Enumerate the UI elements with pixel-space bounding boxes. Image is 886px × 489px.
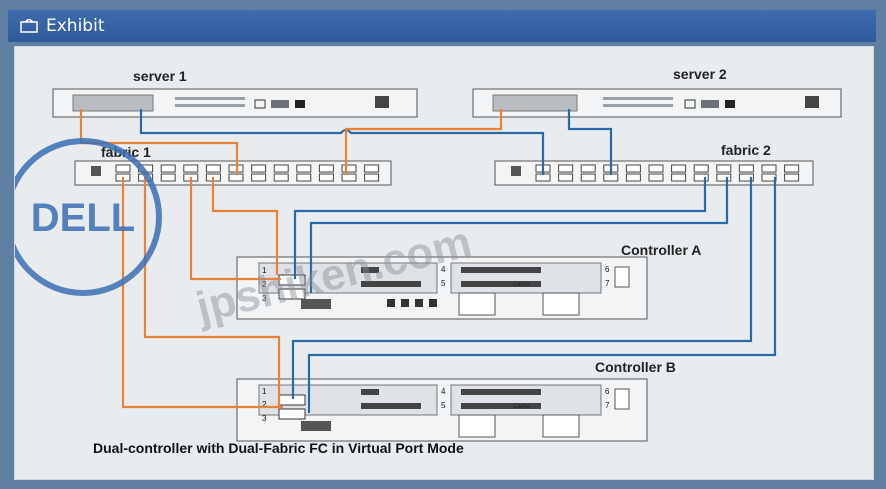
switch-port	[341, 164, 357, 173]
fabric-2-label: fabric 2	[721, 142, 771, 158]
switch-port	[738, 173, 754, 182]
ctrl-b-slot-1: 1	[262, 387, 267, 396]
cable-f1-ctrla-2	[211, 177, 279, 275]
ctrl-a-slot-1: 1	[262, 266, 267, 275]
controller-b: 1 2 3 4 5 6 7 Cache	[236, 378, 648, 442]
switch-port	[341, 173, 357, 182]
controller-b-label: Controller B	[595, 359, 676, 375]
ctrl-a-slot-2: 2	[262, 280, 267, 289]
ctrl-b-slot-3: 3	[262, 414, 267, 423]
cable-f2-ctrla-2	[309, 177, 729, 293]
switch-port	[296, 164, 312, 173]
dell-logo-watermark: DELL	[15, 138, 162, 296]
ctrl-a-slot-3: 3	[262, 294, 267, 303]
switch-port	[625, 164, 641, 173]
switch-port	[580, 173, 596, 182]
switch-port	[160, 173, 176, 182]
exhibit-icon	[20, 19, 38, 33]
network-diagram: server 1 server 2 fabric 1	[15, 66, 842, 456]
server-1	[52, 88, 418, 118]
switch-port	[761, 164, 777, 173]
switch-port	[251, 164, 267, 173]
switch-port	[603, 173, 619, 182]
server-2-label: server 2	[673, 66, 727, 82]
switch-port	[273, 173, 289, 182]
switch-port	[716, 173, 732, 182]
ctrl-a-cache-label: Cache	[513, 282, 531, 288]
switch-port	[364, 173, 380, 182]
switch-port	[205, 164, 221, 173]
cable-s2-f1-orange	[344, 109, 503, 175]
ctrl-a-slot-7: 7	[605, 279, 610, 288]
fabric-2-switch	[494, 160, 814, 186]
server-cables	[79, 109, 613, 175]
switch-port	[648, 173, 664, 182]
switch-port	[784, 173, 800, 182]
ctrl-b-slot-2: 2	[262, 400, 267, 409]
switch-port	[671, 164, 687, 173]
switch-port	[535, 173, 551, 182]
switch-port	[251, 173, 267, 182]
controller-a: 1 2 3 4 5 6 7 Cache	[236, 256, 648, 320]
switch-port	[160, 164, 176, 173]
switch-port	[296, 173, 312, 182]
switch-port	[558, 173, 574, 182]
switch-port	[693, 173, 709, 182]
window-title: Exhibit	[46, 16, 105, 36]
switch-port	[318, 164, 334, 173]
ctrl-b-cache-label: Cache	[513, 404, 531, 410]
switch-port	[671, 173, 687, 182]
switch-port	[318, 173, 334, 182]
ctrl-a-slot-5: 5	[441, 279, 446, 288]
switch-port	[625, 173, 641, 182]
server-1-label: server 1	[133, 68, 187, 84]
switch-port	[228, 173, 244, 182]
ctrl-b-slot-7: 7	[605, 401, 610, 410]
fabric-1-switch	[74, 160, 392, 186]
ctrl-b-slot-5: 5	[441, 401, 446, 410]
switch-port	[273, 164, 289, 173]
switch-port	[558, 164, 574, 173]
title-bar: Exhibit	[8, 10, 876, 42]
cable-f1-ctrlb-1	[121, 177, 283, 409]
cable-f2-ctrlb-1	[291, 177, 753, 399]
cable-f2-ctrla-1	[293, 177, 707, 279]
ctrl-a-slot-6: 6	[605, 265, 610, 274]
switch-port	[784, 164, 800, 173]
ctrl-a-slot-4: 4	[441, 265, 446, 274]
switch-port	[183, 164, 199, 173]
cable-f2-ctrlb-2	[307, 177, 777, 413]
switch-port	[693, 164, 709, 173]
cable-f1-ctrla-1	[189, 177, 281, 281]
dell-logo-text: DELL	[31, 196, 135, 240]
switch-port	[115, 164, 131, 173]
exhibit-panel: server 1 server 2 fabric 1	[14, 46, 874, 480]
controller-a-label: Controller A	[621, 242, 701, 258]
switch-port	[738, 164, 754, 173]
switch-port	[716, 164, 732, 173]
cable-s2-f2-blue	[567, 109, 613, 175]
server-2	[472, 88, 842, 118]
ctrl-b-slot-6: 6	[605, 387, 610, 396]
switch-port	[580, 164, 596, 173]
diagram-caption: Dual-controller with Dual-Fabric FC in V…	[93, 440, 464, 456]
switch-port	[364, 164, 380, 173]
cable-s1-f1-orange	[79, 109, 239, 175]
switch-port	[648, 164, 664, 173]
ctrl-b-slot-4: 4	[441, 387, 446, 396]
